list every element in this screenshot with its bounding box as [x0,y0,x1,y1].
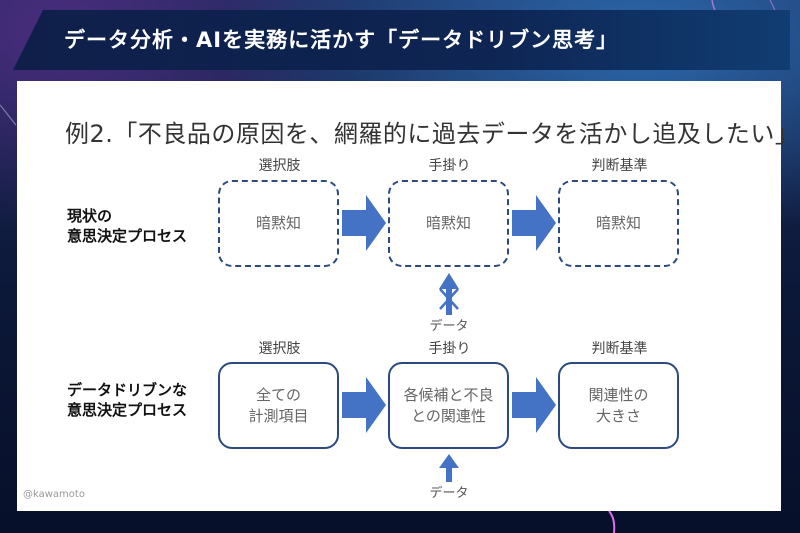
right-arrow-icon [512,195,556,251]
header-title: データ分析・AIを実務に活かす「データドリブン思考」 [64,28,619,52]
header-band [13,10,790,70]
up-arrow-icon [439,454,459,482]
datadriven-criteria-box: 関連性の 大きさ [558,362,679,449]
current-options-box: 暗黙知 [218,180,339,267]
column-label-options: 選択肢 [258,341,301,357]
box-text: 関連性の 大きさ [588,385,649,425]
row-label-data-driven: データドリブンな 意思決定プロセス [67,381,188,419]
blocked-up-arrow-icon [439,273,459,315]
right-arrow-icon [342,195,386,251]
right-arrow-icon [512,377,556,433]
current-criteria-box: 暗黙知 [558,180,679,267]
box-text: 全ての 計測項目 [248,385,309,425]
row-label-current: 現状の 意思決定プロセス [67,207,188,245]
box-text: 暗黙知 [255,214,301,232]
slide-title: 例2.「不良品の原因を、網羅的に過去データを活かし追及したい」 [65,120,800,148]
datadriven-options-box: 全ての 計測項目 [218,362,339,449]
datadriven-clues-box: 各候補と不良 との関連性 [388,362,509,449]
column-label-clues: 手掛り [428,341,471,357]
data-input-label: データ [429,486,469,501]
box-text: 各候補と不良 との関連性 [403,385,494,425]
box-text: 暗黙知 [425,214,471,232]
column-label-clues: 手掛り [428,158,471,174]
column-label-criteria: 判断基準 [591,341,648,357]
box-text: 暗黙知 [595,214,641,232]
column-label-options: 選択肢 [258,158,301,174]
author-credit: @kawamoto [23,489,85,500]
data-input-label: データ [429,319,469,334]
column-label-criteria: 判断基準 [591,158,648,174]
right-arrow-icon [342,377,386,433]
current-clues-box: 暗黙知 [388,180,509,267]
slide-panel: 例2.「不良品の原因を、網羅的に過去データを活かし追及したい」 選択肢 手掛り … [17,81,799,511]
